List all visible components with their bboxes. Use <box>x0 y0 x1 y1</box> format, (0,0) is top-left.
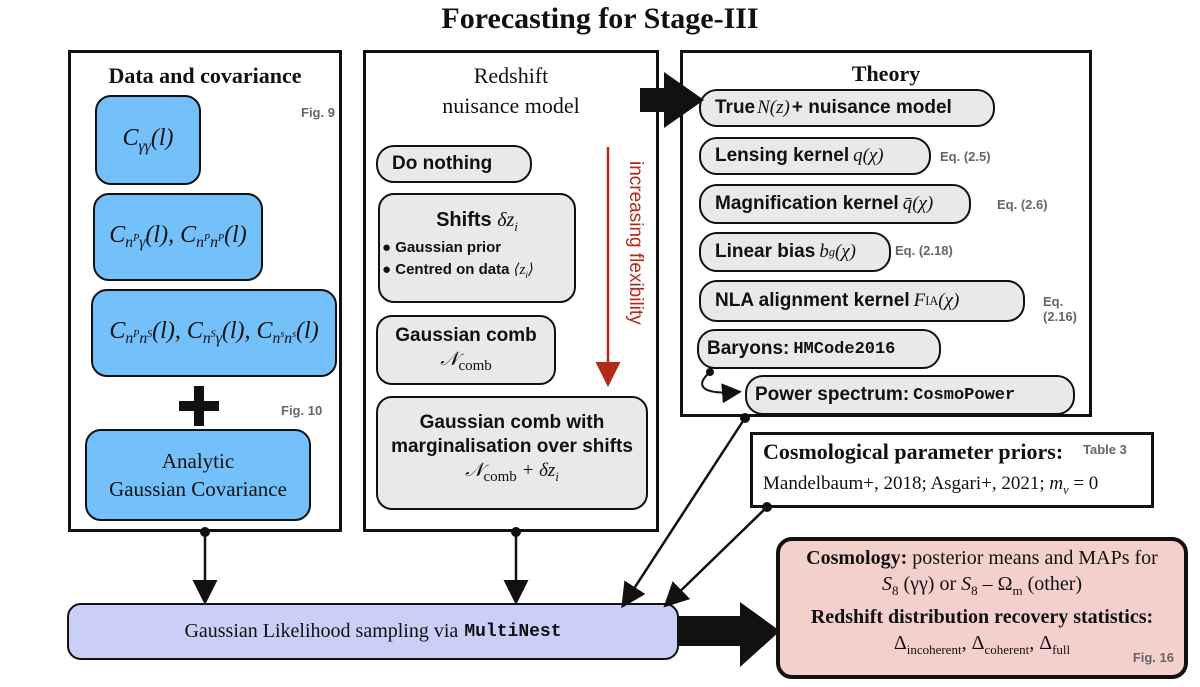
c-gamma-gamma-box: Cγγ(l) <box>95 95 201 185</box>
c-ns-box: CnPnS(l), CnSγ(l), Cnsns(l) <box>91 289 337 377</box>
arrow-redshift-to-theory <box>640 72 704 128</box>
do-nothing-box: Do nothing <box>376 145 532 183</box>
comb-shifts-box: Gaussian comb with marginalisation over … <box>376 396 648 510</box>
arrow-likelihood-to-results <box>678 602 780 667</box>
likelihood-sampling-box: Gaussian Likelihood sampling via MultiNe… <box>67 603 679 660</box>
flexibility-label: increasing flexibility <box>625 161 646 325</box>
covariance-line2: Gaussian Covariance <box>109 477 287 501</box>
arrow-theory-to-likelihood <box>621 417 747 609</box>
fig10-ref: Fig. 10 <box>281 403 323 418</box>
magnification-eq-ref: Eq. (2.6) <box>997 197 1048 212</box>
priors-sources: Mandelbaum+, 2018; Asgari+, 2021; mν = 0 <box>763 473 1099 497</box>
fig9-ref: Fig. 9 <box>301 105 335 120</box>
diagram-title: Forecasting for Stage-III <box>441 2 759 35</box>
theory-panel: Theory True N(z) + nuisance model Lensin… <box>680 50 1092 417</box>
table3-ref: Table 3 <box>1083 442 1127 457</box>
data-covariance-panel: Data and covariance Fig. 9 Cγγ(l) CnPγ(l… <box>68 50 342 532</box>
power-spectrum-box: Power spectrum: CosmoPower <box>745 375 1075 415</box>
theory-item-magnification: Magnification kernel q̄(χ) <box>699 184 971 224</box>
fig16-ref: Fig. 16 <box>1132 650 1174 665</box>
baryons-box: Baryons: HMCode2016 <box>697 329 941 369</box>
gaussian-comb-box: Gaussian comb 𝒩comb <box>376 315 556 385</box>
covariance-line1: Analytic <box>161 449 235 473</box>
nla-eq-ref: Eq. (2.16) <box>1043 294 1077 324</box>
bias-eq-ref: Eq. (2.18) <box>895 243 953 258</box>
theory-item-nz: True N(z) + nuisance model <box>699 89 995 127</box>
lensing-eq-ref: Eq. (2.5) <box>940 149 991 164</box>
data-panel-title: Data and covariance <box>108 63 302 88</box>
covariance-box: Analytic Gaussian Covariance <box>85 429 311 521</box>
arrow-baryons-to-power <box>701 371 742 404</box>
redshift-nuisance-panel: Redshift nuisance model Do nothing Shift… <box>363 50 659 532</box>
arrow-priors-to-likelihood <box>663 506 768 608</box>
shifts-box: Shifts δzi ● Gaussian prior ● Centred on… <box>378 193 576 303</box>
c-np-box: CnPγ(l), CnPnP(l) <box>93 193 263 281</box>
theory-item-lensing: Lensing kernel q(χ) <box>699 137 931 175</box>
priors-box: Cosmological parameter priors: Table 3 M… <box>750 432 1154 508</box>
theory-panel-title: Theory <box>851 61 921 86</box>
priors-title: Cosmological parameter priors: <box>763 439 1064 464</box>
plus-icon <box>179 386 219 426</box>
redshift-panel-title: Redshift nuisance model <box>442 63 580 118</box>
results-box: Cosmology: posterior means and MAPs for … <box>776 537 1188 679</box>
